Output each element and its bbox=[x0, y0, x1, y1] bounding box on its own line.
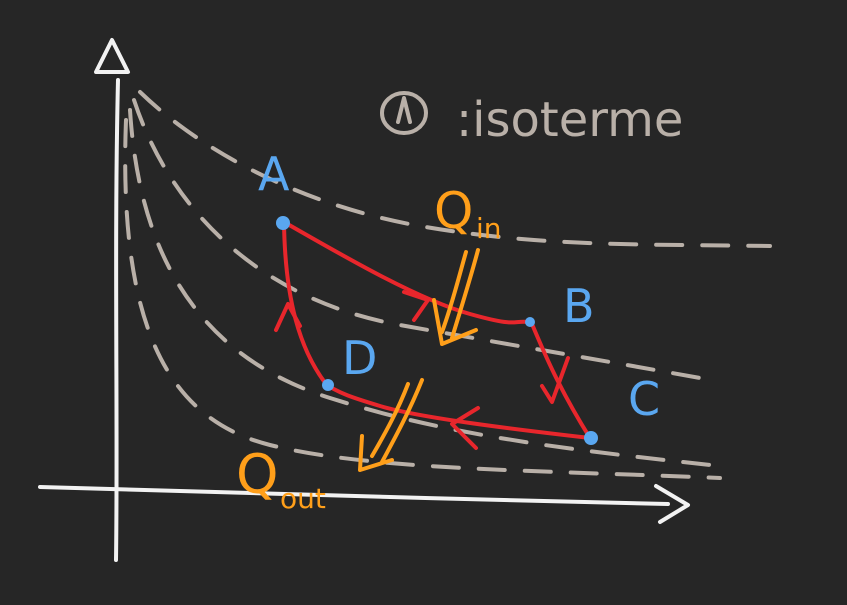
arrow-b-c-icon bbox=[540, 356, 570, 404]
isotherm-group bbox=[123, 90, 772, 480]
heat-in-subscript: in bbox=[476, 212, 502, 245]
point-b-label: B bbox=[563, 279, 595, 333]
cycle-path-b-c bbox=[530, 322, 592, 440]
isotherm-curve-1 bbox=[138, 90, 772, 248]
x-axis-arrowhead bbox=[654, 484, 690, 524]
point-d-label: D bbox=[342, 331, 377, 385]
heat-out-subscript: out bbox=[280, 482, 326, 515]
heat-in-arrow-shaft-1 bbox=[440, 250, 468, 334]
point-a-dot bbox=[276, 216, 290, 230]
heat-out-arrowhead bbox=[358, 434, 394, 472]
arrow-a-b-icon bbox=[402, 290, 430, 322]
y-axis-arrowhead bbox=[94, 38, 130, 74]
cycle-path-c-d bbox=[326, 384, 592, 440]
heat-out-arrow-shaft-2 bbox=[380, 378, 424, 464]
point-a-label: A bbox=[258, 147, 290, 201]
heat-in-arrow-shaft-2 bbox=[450, 248, 480, 340]
point-c-dot bbox=[584, 431, 598, 445]
isotherm-curve-4 bbox=[123, 118, 722, 480]
arrow-d-a-icon bbox=[274, 302, 302, 332]
heat-labels: Q in Q out bbox=[236, 182, 502, 515]
carnot-cycle bbox=[274, 220, 592, 450]
point-b-dot bbox=[525, 317, 535, 327]
heat-in-arrowhead bbox=[432, 298, 478, 346]
heat-out-symbol: Q bbox=[236, 443, 279, 506]
legend: :isoterme bbox=[380, 91, 683, 148]
heat-out-arrow-shaft-1 bbox=[370, 382, 410, 458]
point-d-dot bbox=[322, 379, 334, 391]
axes bbox=[38, 38, 690, 562]
cycle-path-a-b bbox=[282, 220, 532, 325]
isotherm-curve-2 bbox=[132, 98, 702, 380]
state-points bbox=[276, 216, 598, 445]
y-axis bbox=[114, 78, 120, 562]
arrow-c-d-icon bbox=[450, 406, 480, 450]
legend-label: :isoterme bbox=[456, 92, 683, 148]
point-c-label: C bbox=[628, 372, 660, 426]
heat-arrows bbox=[358, 248, 480, 472]
heat-in-symbol: Q bbox=[434, 182, 473, 240]
x-axis bbox=[38, 485, 670, 506]
point-labels: A B C D bbox=[258, 147, 660, 426]
isotherm-curve-3 bbox=[128, 108, 722, 468]
circled-one-icon bbox=[380, 91, 428, 135]
